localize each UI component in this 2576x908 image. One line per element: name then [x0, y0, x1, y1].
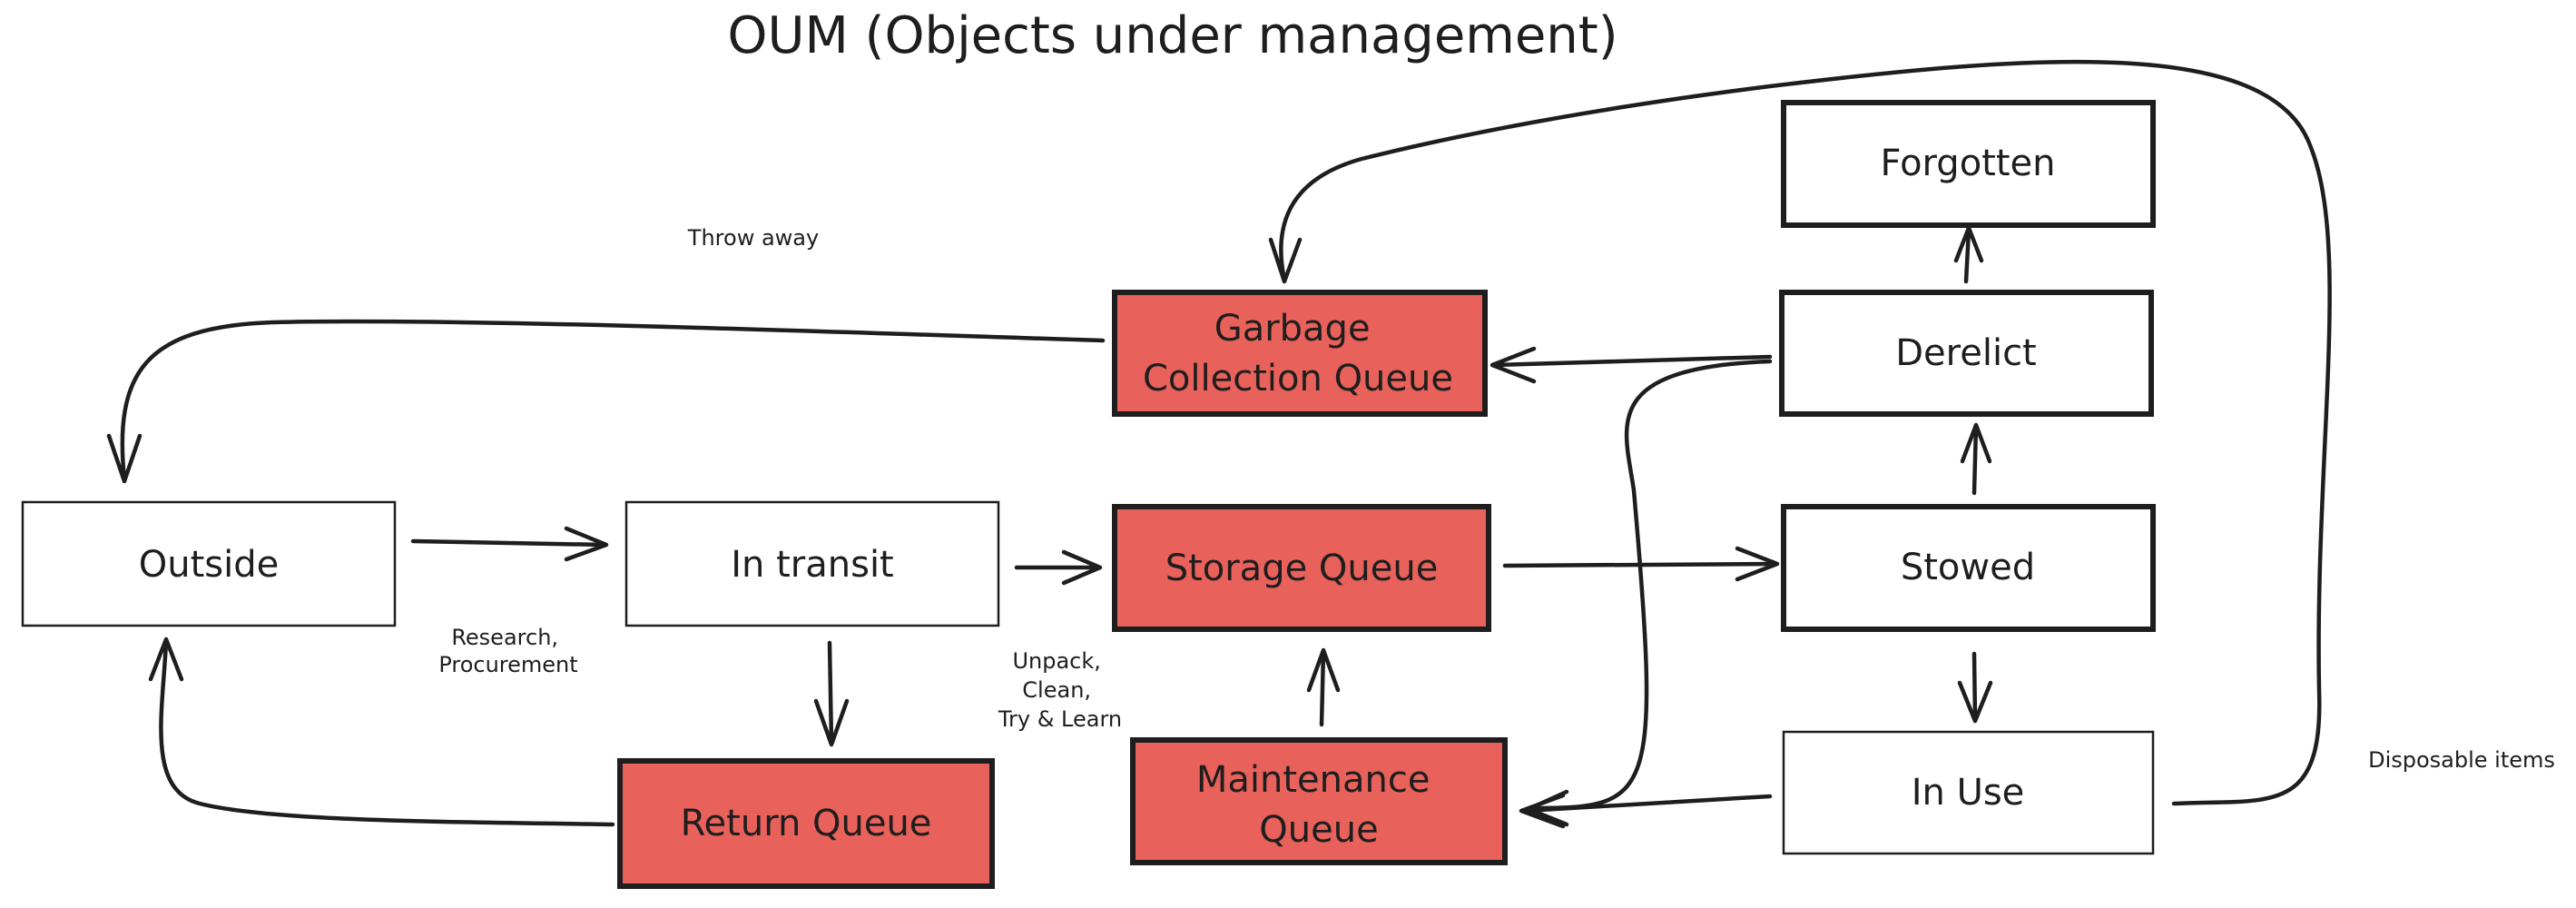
- svg-text:Derelict: Derelict: [1895, 332, 2037, 374]
- node-storage-queue[interactable]: Storage Queue: [1112, 504, 1491, 632]
- node-maintenance-queue[interactable]: Maintenance Queue: [1130, 737, 1508, 865]
- arrow-derelict-to-maintenance: [1526, 359, 1773, 827]
- nodes: Outside In transit Return Queue Storage …: [21, 100, 2156, 889]
- arrow-stowed-to-in-use: [1957, 651, 1993, 724]
- arrow-derelict-to-garbage: [1490, 346, 1773, 384]
- svg-text:In transit: In transit: [731, 544, 894, 586]
- svg-text:Maintenance Queue: Maintenance Queue: [1196, 759, 1441, 851]
- node-forgotten[interactable]: Forgotten: [1781, 100, 2156, 228]
- arrow-garbage-to-outside: [106, 319, 1106, 484]
- arrow-in-use-to-garbage: [1268, 59, 2332, 806]
- arrow-outside-to-in-transit: [410, 526, 609, 562]
- node-outside[interactable]: Outside: [21, 500, 397, 627]
- diagram-title: OUM (Objects under management): [727, 6, 1617, 65]
- node-forgotten-label: Forgotten: [1881, 143, 2056, 184]
- arrow-in-transit-to-storage-queue: [1014, 549, 1103, 586]
- node-storage-queue-label: Storage Queue: [1165, 548, 1439, 589]
- node-garbage-label-2: Collection Queue: [1143, 358, 1453, 400]
- node-derelict[interactable]: Derelict: [1779, 290, 2154, 417]
- arrow-return-queue-to-outside: [148, 637, 615, 827]
- edge-label-research-procurement: Research, Procurement: [438, 625, 577, 677]
- node-garbage-label-1: Garbage: [1214, 308, 1371, 350]
- arrow-in-transit-to-return-queue: [813, 640, 850, 747]
- edge-label-unpack-clean: Unpack, Clean, Try & Learn: [998, 648, 1122, 732]
- svg-text:In Use: In Use: [1912, 772, 2025, 814]
- node-in-use[interactable]: In Use: [1782, 730, 2155, 855]
- arrow-derelict-to-forgotten: [1953, 225, 1984, 284]
- node-stowed[interactable]: Stowed: [1781, 504, 2156, 632]
- arrows: [106, 59, 2332, 829]
- node-derelict-label: Derelict: [1895, 332, 2037, 374]
- node-maintenance-queue-label-1: Maintenance: [1196, 759, 1431, 801]
- svg-text:Storage Queue: Storage Queue: [1165, 548, 1439, 589]
- edge-labels: Throw away Research, Procurement Unpack,…: [438, 225, 2555, 773]
- node-maintenance-queue-label-2: Queue: [1259, 809, 1378, 851]
- edge-label-disposable-items: Disposable items: [2368, 747, 2555, 773]
- node-return-queue-label: Return Queue: [681, 803, 932, 844]
- arrow-in-use-to-maintenance: [1519, 793, 1773, 829]
- node-stowed-label: Stowed: [1901, 547, 2035, 588]
- node-in-use-label: In Use: [1912, 772, 2025, 814]
- svg-text:Garbage Collection Que: Garbage Collection Queue: [1143, 308, 1453, 400]
- edge-label-throw-away: Throw away: [687, 225, 819, 251]
- arrow-maintenance-to-storage: [1306, 647, 1341, 727]
- arrow-stowed-to-derelict: [1960, 422, 1992, 496]
- node-return-queue[interactable]: Return Queue: [617, 758, 995, 889]
- svg-text:Stowed: Stowed: [1901, 547, 2035, 588]
- svg-text:Return Queue: Return Queue: [681, 803, 932, 844]
- node-in-transit[interactable]: In transit: [624, 500, 1000, 627]
- svg-text:Forgotten: Forgotten: [1881, 143, 2056, 184]
- svg-text:Outside: Outside: [139, 544, 279, 586]
- node-outside-label: Outside: [139, 544, 279, 586]
- node-in-transit-label: In transit: [731, 544, 894, 586]
- node-garbage-collection-queue[interactable]: Garbage Collection Queue: [1112, 290, 1488, 417]
